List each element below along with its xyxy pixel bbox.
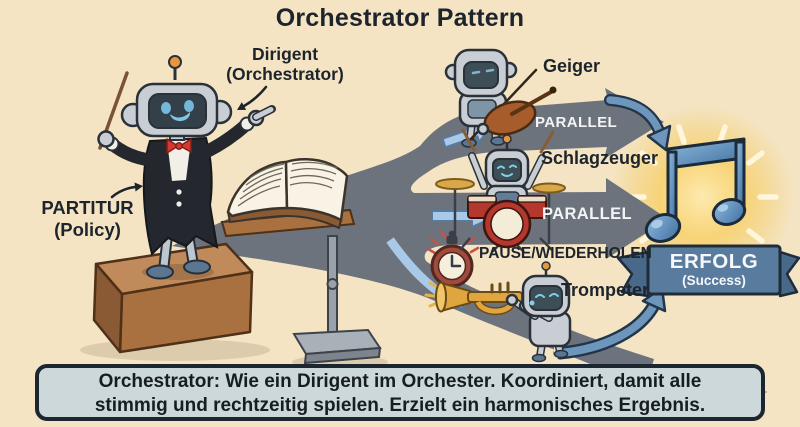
- caption-line2: stimmig und rechtzeitig spielen. Erzielt…: [94, 395, 706, 416]
- drummer-label: Schlagzeuger: [541, 148, 659, 168]
- podium: [92, 242, 254, 354]
- page-title: Orchestrator Pattern: [275, 4, 525, 32]
- dirigent-label-line1: Dirigent: [251, 44, 319, 64]
- partitur-pointer-arrow: [110, 182, 143, 199]
- partitur-label: PARTITUR (Policy): [15, 197, 160, 241]
- success-banner-label: ERFOLG (Success): [648, 250, 780, 289]
- stopwatch-icon: [426, 230, 480, 288]
- bow-tie: [166, 138, 192, 154]
- orchestration-path: [172, 88, 668, 387]
- trumpeter-robot-icon: [424, 261, 572, 363]
- violinist-label: Geiger: [543, 56, 601, 76]
- dirigent-label: Dirigent (Orchestrator): [195, 44, 375, 84]
- violinist-robot-icon: [444, 48, 557, 148]
- parallel-tag-middle: PARALLEL: [542, 205, 632, 223]
- caption-box: Orchestrator: Wie ein Dirigent im Orches…: [35, 364, 765, 421]
- trumpeter-label: Trompeter: [561, 280, 650, 300]
- success-label: ERFOLG: [669, 250, 759, 273]
- caption-line1: Orchestrator: Wie ein Dirigent im Orches…: [98, 371, 702, 392]
- partitur-label-line2: (Policy): [54, 219, 121, 240]
- partitur-label-line1: PARTITUR: [41, 197, 134, 218]
- merge-arrow-bottom-icon: [553, 286, 667, 361]
- dirigent-label-line2: (Orchestrator): [226, 64, 344, 84]
- music-note-icon: [644, 137, 747, 243]
- dirigent-pointer-arrow: [237, 85, 268, 110]
- parallel-tag-top: PARALLEL: [534, 114, 618, 131]
- success-sublabel: (Success): [682, 273, 746, 288]
- success-banner: [616, 244, 800, 298]
- drummer-robot-icon: [435, 128, 566, 253]
- conductor-robot-icon: [80, 55, 388, 369]
- pause-retry-tag: PAUSE/WIEDERHOLEN: [479, 245, 652, 262]
- score-book: [226, 158, 349, 230]
- merge-arrow-top-icon: [604, 94, 672, 152]
